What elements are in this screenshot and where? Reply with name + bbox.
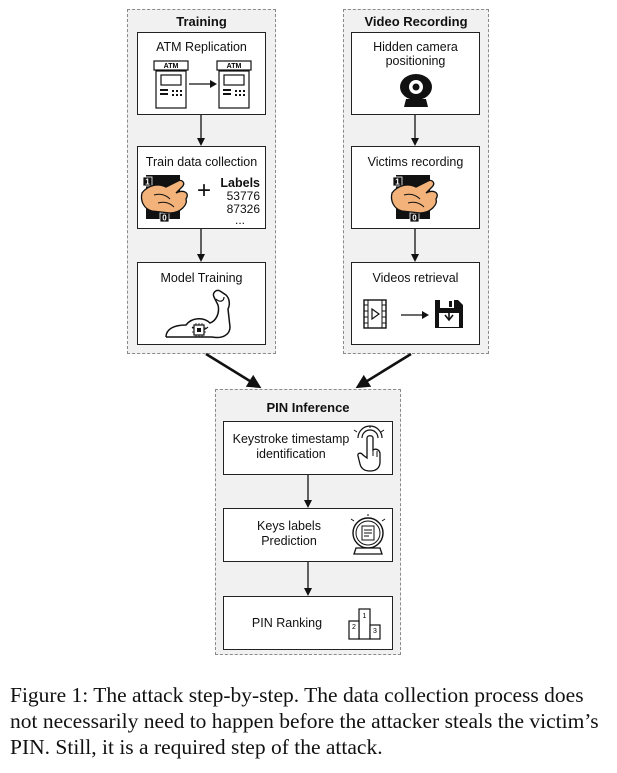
- svg-text:0: 0: [412, 214, 417, 223]
- plus-sign: +: [197, 177, 212, 204]
- atm-replication-step: ATM Replication ATM ATM: [137, 32, 266, 115]
- keys-labels-line1: Keys labels: [257, 519, 321, 533]
- train-data-collection-label: Train data collection: [145, 155, 258, 169]
- atm-replica-text: ATM: [227, 63, 242, 70]
- atm-replication-label: ATM Replication: [156, 40, 247, 54]
- podium-third: 3: [373, 628, 377, 635]
- hidden-camera-label-line2: positioning: [385, 54, 446, 68]
- podium-second: 2: [352, 624, 356, 631]
- videos-retrieval-label: Videos retrieval: [372, 271, 459, 285]
- podium-icon: 1 2 3: [348, 608, 381, 640]
- keystroke-label-line1: Keystroke timestamp: [232, 432, 350, 446]
- atm-text: ATM: [164, 63, 179, 70]
- hand-covering-keypad-icon: 1 0: [140, 175, 188, 223]
- svg-text:1: 1: [395, 178, 400, 187]
- flexed-arm-chip-icon: [165, 289, 231, 339]
- model-training-step: Model Training: [137, 262, 266, 345]
- svg-text:1: 1: [145, 178, 150, 187]
- keystroke-label-line2: identification: [256, 447, 326, 461]
- videos-retrieval-step: Videos retrieval: [351, 262, 480, 345]
- training-title: Training: [176, 14, 227, 29]
- atm-machine-replica-icon: ATM: [216, 60, 252, 109]
- video-recording-title: Video Recording: [364, 14, 468, 29]
- crystal-ball-icon: [350, 514, 386, 555]
- victims-recording-label: Victims recording: [367, 155, 464, 169]
- victims-recording-step: Victims recording 1 0: [351, 146, 480, 229]
- arrow-right-icon: [189, 80, 217, 88]
- figure-caption: Figure 1: The attack step-by-step. The d…: [10, 683, 599, 759]
- pin-ranking-step: PIN Ranking 1 2 3: [223, 596, 393, 650]
- pin-inference-title: PIN Inference: [266, 400, 350, 415]
- keys-labels-prediction-step: Keys labels Prediction: [223, 508, 393, 562]
- svg-text:0: 0: [162, 214, 167, 223]
- train-data-collection-step: Train data collection 1 0 + Labels 53776…: [137, 146, 266, 229]
- webcam-icon: [400, 74, 432, 107]
- floppy-disk-icon: [435, 300, 463, 328]
- label-value: 87326: [226, 202, 260, 216]
- hand-covering-keypad-icon: 1 0: [390, 175, 438, 223]
- keystroke-timestamp-step: Keystroke timestamp identification: [223, 421, 393, 475]
- arrow-right-icon: [401, 311, 429, 319]
- podium-first: 1: [363, 613, 367, 620]
- model-training-label: Model Training: [160, 271, 243, 285]
- arrow-training-to-pin: [205, 352, 262, 389]
- hidden-camera-label-line1: Hidden camera: [373, 40, 458, 54]
- keys-labels-line2: Prediction: [261, 534, 317, 548]
- label-ellipsis: ...: [234, 213, 245, 227]
- pin-ranking-label: PIN Ranking: [251, 616, 323, 630]
- atm-machine-icon: ATM: [153, 60, 189, 109]
- tap-finger-icon: [353, 425, 385, 472]
- video-file-icon: [363, 299, 387, 329]
- label-value: 53776: [226, 189, 260, 203]
- labels-title: Labels: [220, 176, 260, 190]
- labels-block: Labels 53776 87326 ...: [220, 176, 260, 227]
- arrow-video-to-pin: [355, 352, 412, 389]
- hidden-camera-step: Hidden camera positioning: [351, 32, 480, 115]
